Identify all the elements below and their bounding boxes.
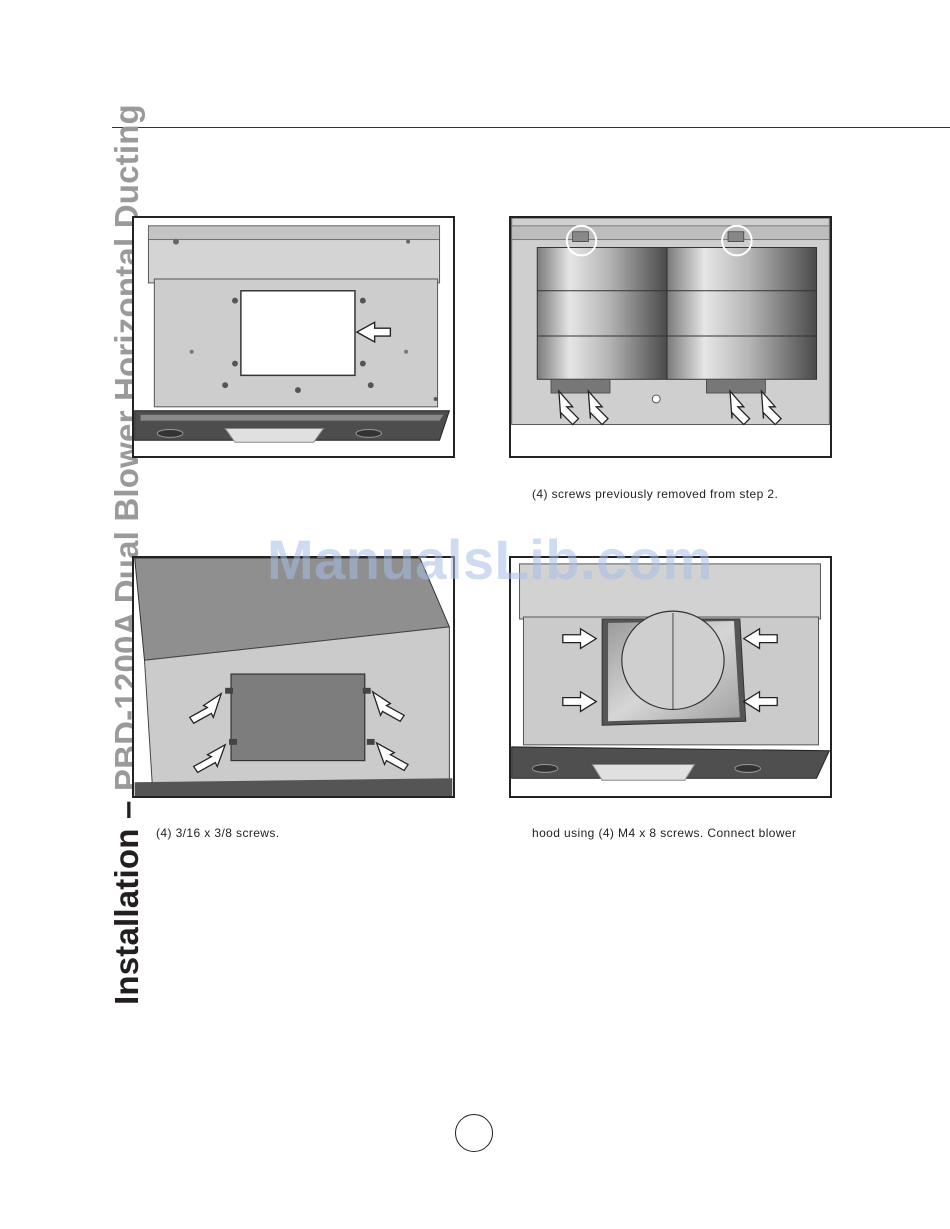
figure-1-hood-opening bbox=[132, 216, 455, 458]
figure-2-dual-blowers bbox=[509, 216, 832, 458]
caption-figure-4: hood using (4) M4 x 8 screws. Connect bl… bbox=[532, 826, 796, 840]
header-rule bbox=[112, 127, 950, 128]
figure-3-illustration bbox=[134, 558, 453, 796]
figure-1-illustration bbox=[134, 218, 453, 456]
caption-figure-2: (4) screws previously removed from step … bbox=[532, 487, 778, 501]
page-number-circle bbox=[455, 1114, 493, 1152]
figure-4-illustration bbox=[511, 558, 830, 796]
figure-3-plate-screws bbox=[132, 556, 455, 798]
side-title-prefix: Installation – bbox=[108, 791, 145, 1005]
figure-2-illustration bbox=[511, 218, 830, 456]
watermark: ManualsLib.com bbox=[267, 527, 713, 592]
figure-4-duct-transition bbox=[509, 556, 832, 798]
caption-figure-3: (4) 3/16 x 3/8 screws. bbox=[156, 826, 280, 840]
